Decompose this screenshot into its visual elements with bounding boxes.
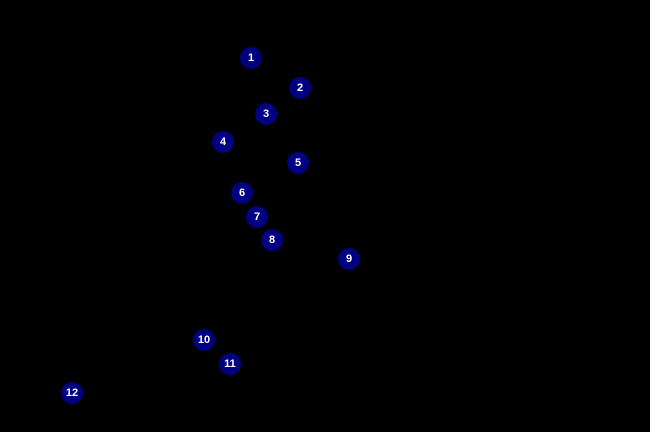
marker-7[interactable]: 7: [246, 206, 268, 228]
marker-8[interactable]: 8: [261, 229, 283, 251]
marker-label: 9: [345, 253, 353, 265]
marker-10[interactable]: 10: [193, 329, 215, 351]
marker-3[interactable]: 3: [255, 103, 277, 125]
marker-2[interactable]: 2: [289, 77, 311, 99]
marker-5[interactable]: 5: [287, 152, 309, 174]
marker-1[interactable]: 1: [240, 47, 262, 69]
marker-label: 2: [296, 82, 304, 94]
marker-11[interactable]: 11: [219, 353, 241, 375]
marker-label: 1: [247, 52, 255, 64]
marker-9[interactable]: 9: [338, 248, 360, 270]
marker-12[interactable]: 12: [61, 382, 83, 404]
marker-label: 5: [294, 157, 302, 169]
marker-label: 7: [253, 211, 261, 223]
marker-label: 10: [197, 334, 211, 346]
marker-label: 11: [224, 358, 236, 370]
marker-label: 6: [238, 187, 246, 199]
marker-4[interactable]: 4: [212, 131, 234, 153]
marker-label: 8: [268, 234, 276, 246]
marker-label: 12: [65, 387, 79, 399]
marker-6[interactable]: 6: [231, 182, 253, 204]
marker-label: 4: [219, 136, 227, 148]
marker-label: 3: [262, 108, 270, 120]
